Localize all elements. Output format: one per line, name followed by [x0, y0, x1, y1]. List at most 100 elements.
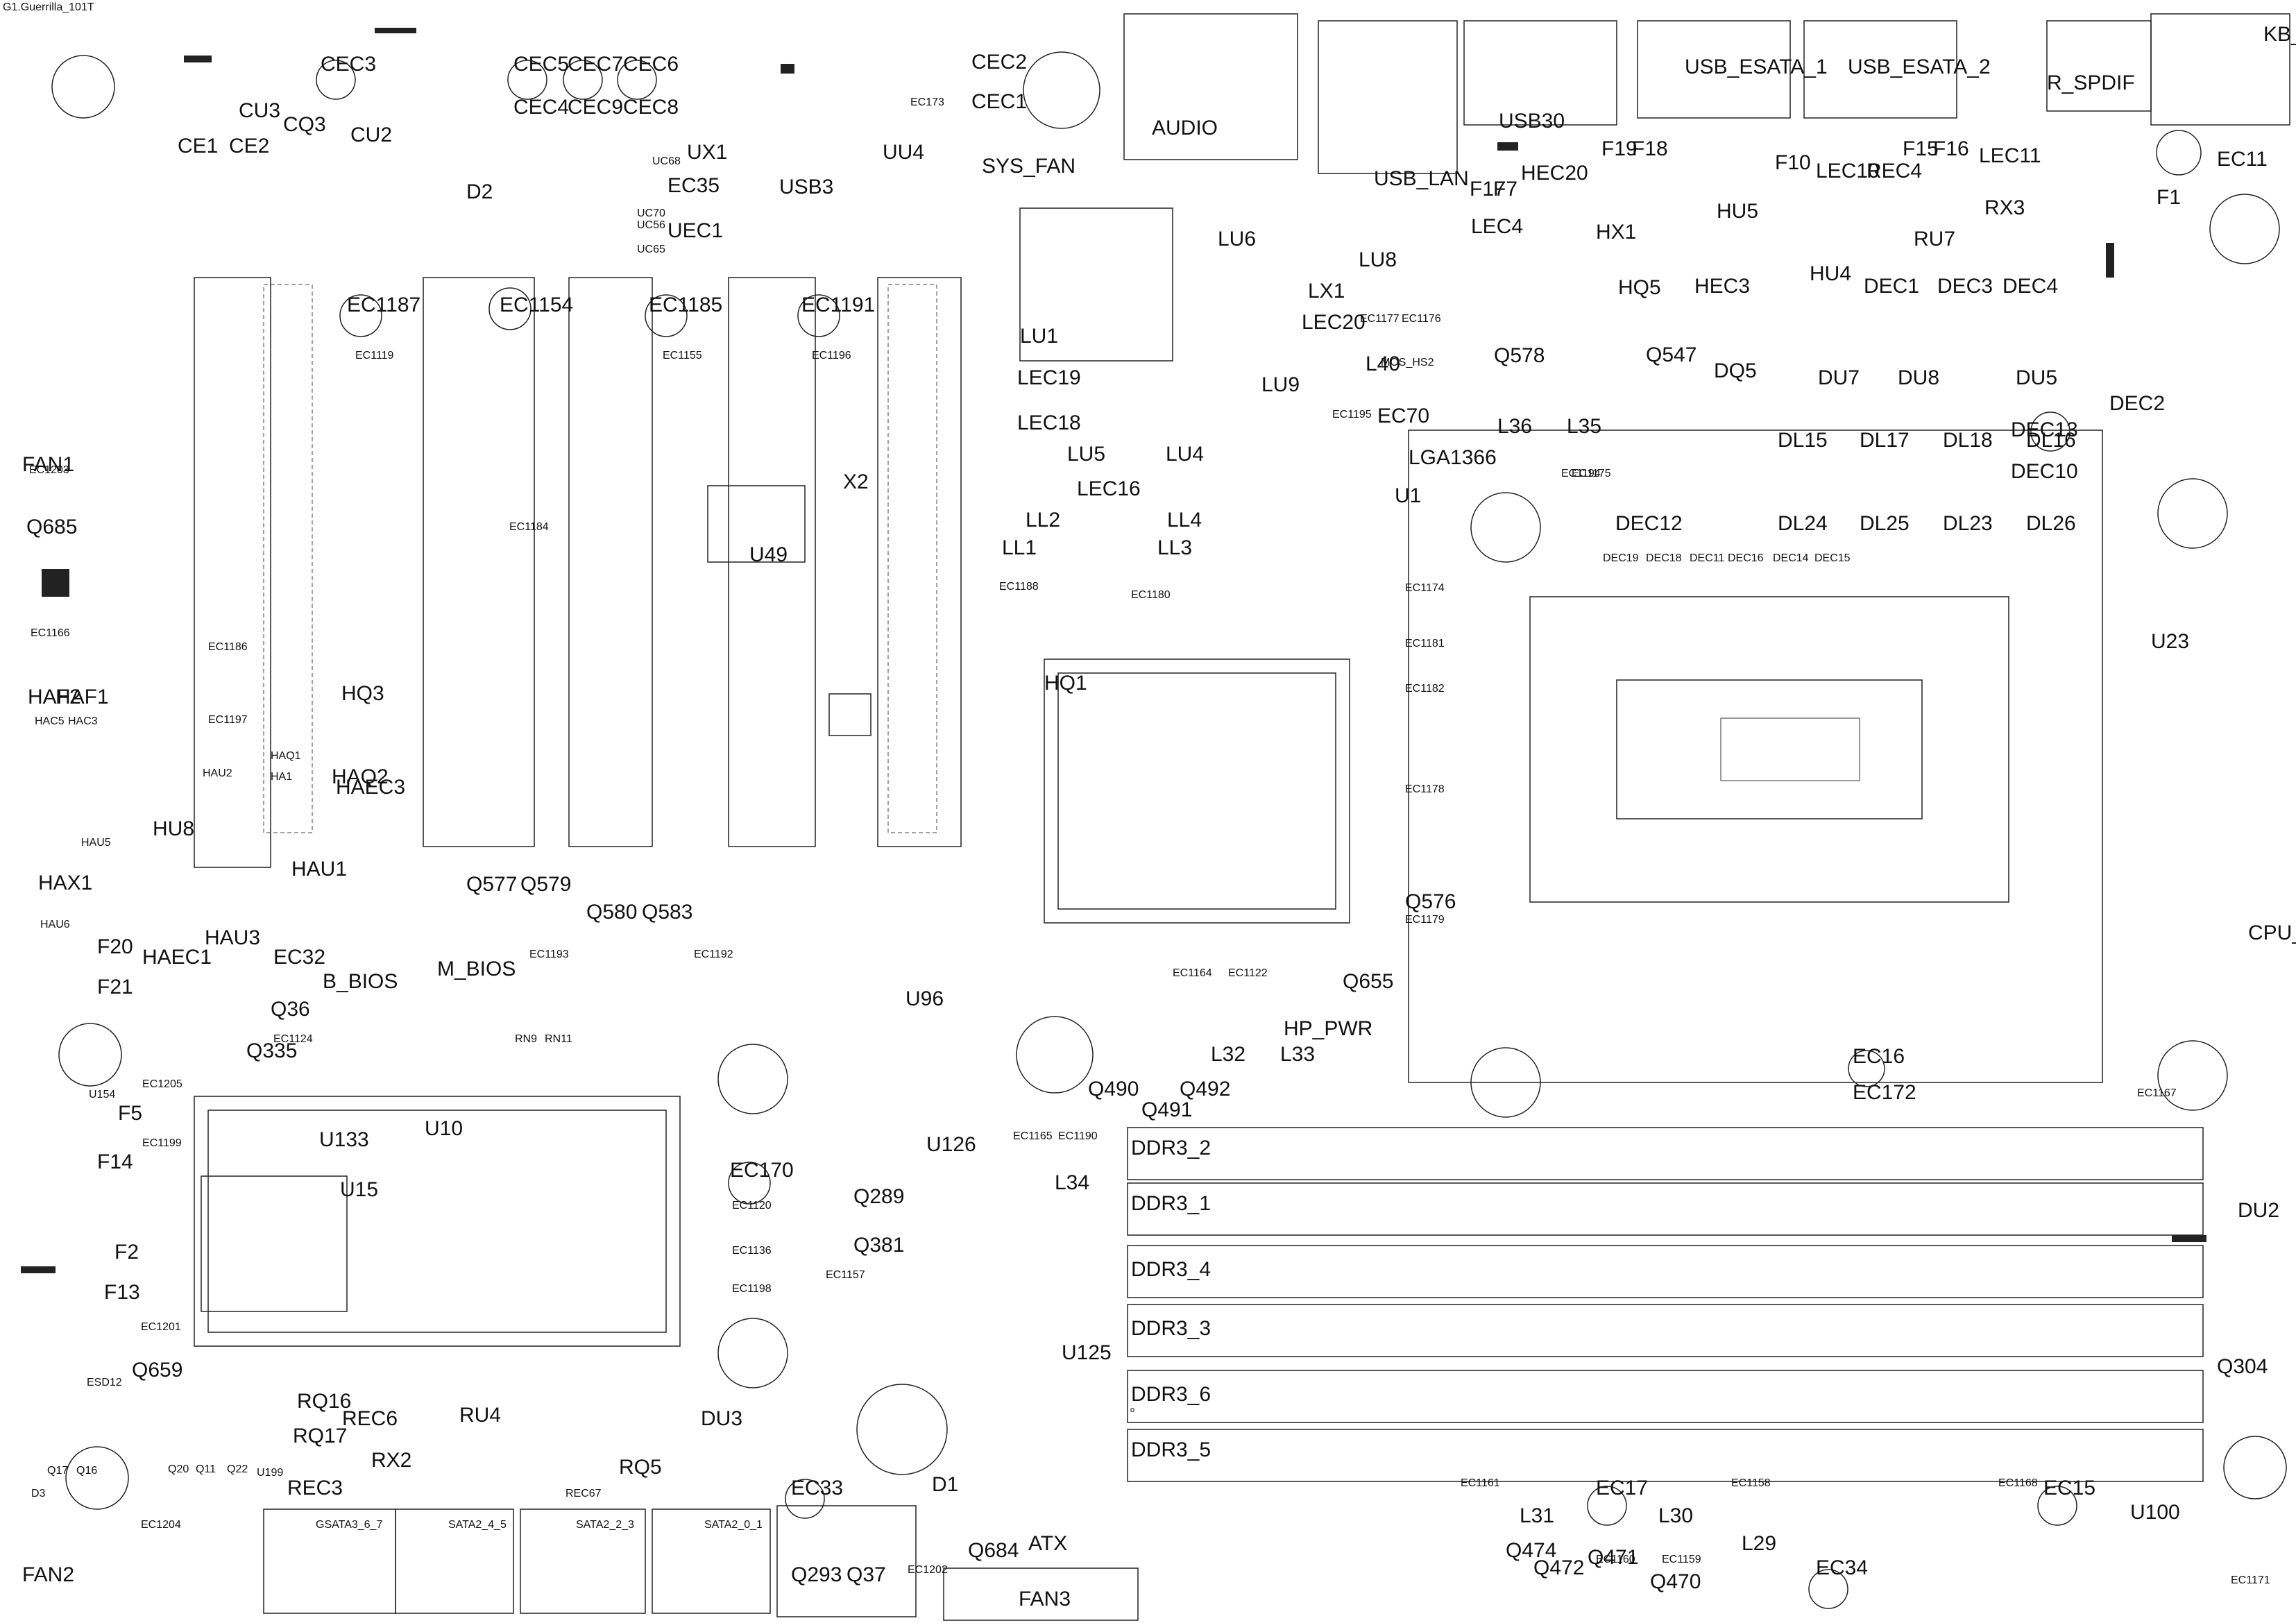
component-label-gsata3-6-7: GSATA3_6_7: [316, 1519, 383, 1531]
component-label-l30: L30: [1658, 1504, 1694, 1527]
component-label-ec1171: EC1171: [2231, 1574, 2270, 1586]
component-label-f14: F14: [97, 1150, 133, 1173]
component-label-q491: Q491: [1141, 1098, 1193, 1121]
component-label-q472: Q472: [1533, 1556, 1585, 1579]
component-label-hu5: HU5: [1717, 200, 1759, 223]
component-label-f13: F13: [104, 1281, 140, 1304]
component-label-rec67: REC67: [566, 1488, 602, 1499]
component-label-cu3: CU3: [239, 99, 281, 122]
component-label-ru7: RU7: [1914, 228, 1956, 250]
component-label-ec1174: EC1174: [1405, 582, 1445, 594]
component-label-ddr3-4: DDR3_4: [1131, 1258, 1211, 1281]
component-label-lec11: LEC11: [1979, 144, 2041, 167]
component-label-ec1155: EC1155: [663, 350, 702, 362]
component-label-u100: U100: [2130, 1501, 2180, 1524]
component-label-f17: F17: [1470, 178, 1506, 201]
component-label-b-bios: B_BIOS: [323, 970, 398, 993]
component-label-ec1190: EC1190: [1058, 1130, 1098, 1142]
component-label-sata2-4-5: SATA2_4_5: [448, 1519, 507, 1531]
component-label-hau5: HAU5: [81, 837, 111, 849]
component-label-f19: F19: [1601, 137, 1638, 160]
component-label-cpu-fan: CPU_FAN: [2248, 921, 2296, 944]
component-label-dec16: DEC16: [1728, 552, 1764, 564]
component-label-lu4: LU4: [1166, 443, 1205, 466]
component-label-rn11: RN11: [545, 1033, 572, 1045]
component-label-ec1136: EC1136: [732, 1245, 772, 1257]
component-label-q471: Q471: [1588, 1546, 1639, 1569]
component-label-ux1: UX1: [687, 141, 728, 164]
component-label-ec1159: EC1159: [1662, 1554, 1701, 1565]
component-label-cec7: CEC7: [568, 53, 624, 76]
component-label-l40: L40: [1366, 352, 1401, 375]
component-label-uc56: UC56: [637, 219, 665, 231]
component-label-ec1186: EC1186: [208, 641, 248, 653]
component-label-ec1157: EC1157: [826, 1269, 865, 1281]
component-label-du3: DU3: [701, 1407, 743, 1430]
component-label-haf1: HAF1: [56, 686, 109, 708]
component-label-haq1: HAQ1: [271, 750, 301, 762]
component-label-ec1167: EC1167: [2137, 1087, 2177, 1099]
component-label-lu5: LU5: [1067, 443, 1106, 466]
component-label-ec11: EC11: [2217, 148, 2268, 171]
component-label-hec20: HEC20: [1521, 162, 1588, 185]
component-label-kb-ms: KB_MS: [2263, 23, 2296, 46]
component-label-hq1: HQ1: [1044, 672, 1087, 695]
component-label-ec1205: EC1205: [142, 1078, 182, 1090]
component-label-ec17: EC17: [1596, 1477, 1649, 1499]
component-label-ec1124: EC1124: [273, 1033, 313, 1045]
component-label-ec1176: EC1176: [1402, 313, 1441, 325]
component-label-dl25: DL25: [1860, 512, 1910, 535]
component-label-f15: F15: [1903, 137, 1939, 160]
component-label-l35: L35: [1567, 415, 1602, 438]
component-label-mos-hs2: MOS_HS2: [1381, 357, 1434, 368]
component-label-dec14: DEC14: [1773, 552, 1809, 564]
pci-slot: [568, 277, 653, 847]
component-label-q685: Q685: [26, 516, 78, 538]
component-label-lu8: LU8: [1359, 248, 1397, 271]
component-label-q490: Q490: [1088, 1078, 1139, 1101]
component-label-ec1187: EC1187: [347, 294, 421, 316]
component-label-u96: U96: [905, 987, 944, 1010]
component-label-fan2: FAN2: [22, 1563, 75, 1586]
component-label-q36: Q36: [271, 998, 310, 1021]
component-label-q684: Q684: [968, 1539, 1019, 1562]
component-label-lec19: LEC19: [1017, 366, 1081, 389]
component-label-uc68: UC68: [652, 155, 681, 167]
component-label-du7: DU7: [1818, 366, 1860, 389]
component-label-ec15: EC15: [2043, 1477, 2096, 1499]
component-label-dec4: DEC4: [2002, 275, 2059, 298]
component-label-lec16: LEC16: [1077, 477, 1141, 500]
component-label-lec4: LEC4: [1471, 215, 1524, 238]
component-label-f2: F2: [114, 1241, 139, 1264]
component-label-ec1177: EC1177: [1360, 313, 1400, 325]
component-label-ec1201: EC1201: [141, 1321, 181, 1333]
component-label-ec1120: EC1120: [732, 1200, 772, 1212]
component-label-f10: F10: [1775, 151, 1811, 174]
component-label-dl24: DL24: [1778, 512, 1828, 535]
component-label-lec18: LEC18: [1017, 411, 1081, 434]
component-label-ec170: EC170: [730, 1159, 794, 1182]
component-label-dl16: DL16: [2026, 429, 2076, 452]
component-label-hp-pwr: HP_PWR: [1284, 1017, 1373, 1040]
component-label-q547: Q547: [1646, 343, 1697, 366]
component-label-ec172: EC172: [1853, 1081, 1916, 1104]
component-label-dec13: DEC13: [2011, 418, 2078, 441]
component-label-hau6: HAU6: [40, 919, 70, 931]
component-label-rq16: RQ16: [297, 1390, 352, 1413]
component-label-u23: U23: [2151, 630, 2190, 653]
component-label-ll4: LL4: [1167, 509, 1202, 532]
component-label-haq2: HAQ2: [332, 765, 389, 788]
component-label-ec1204: EC1204: [141, 1519, 181, 1531]
component-label-ec1184: EC1184: [509, 521, 549, 533]
pci-slot: [423, 277, 535, 847]
component-label-m-bios: M_BIOS: [437, 958, 516, 980]
component-label-q17: Q17: [47, 1465, 69, 1477]
component-label-rec6: REC6: [342, 1407, 398, 1430]
component-label-rec4: REC4: [1866, 160, 1923, 182]
component-label-u133: U133: [319, 1128, 369, 1151]
component-label-ec33: EC33: [791, 1477, 844, 1499]
component-label-cq3: CQ3: [283, 113, 326, 136]
component-label-ll2: LL2: [1026, 509, 1061, 532]
